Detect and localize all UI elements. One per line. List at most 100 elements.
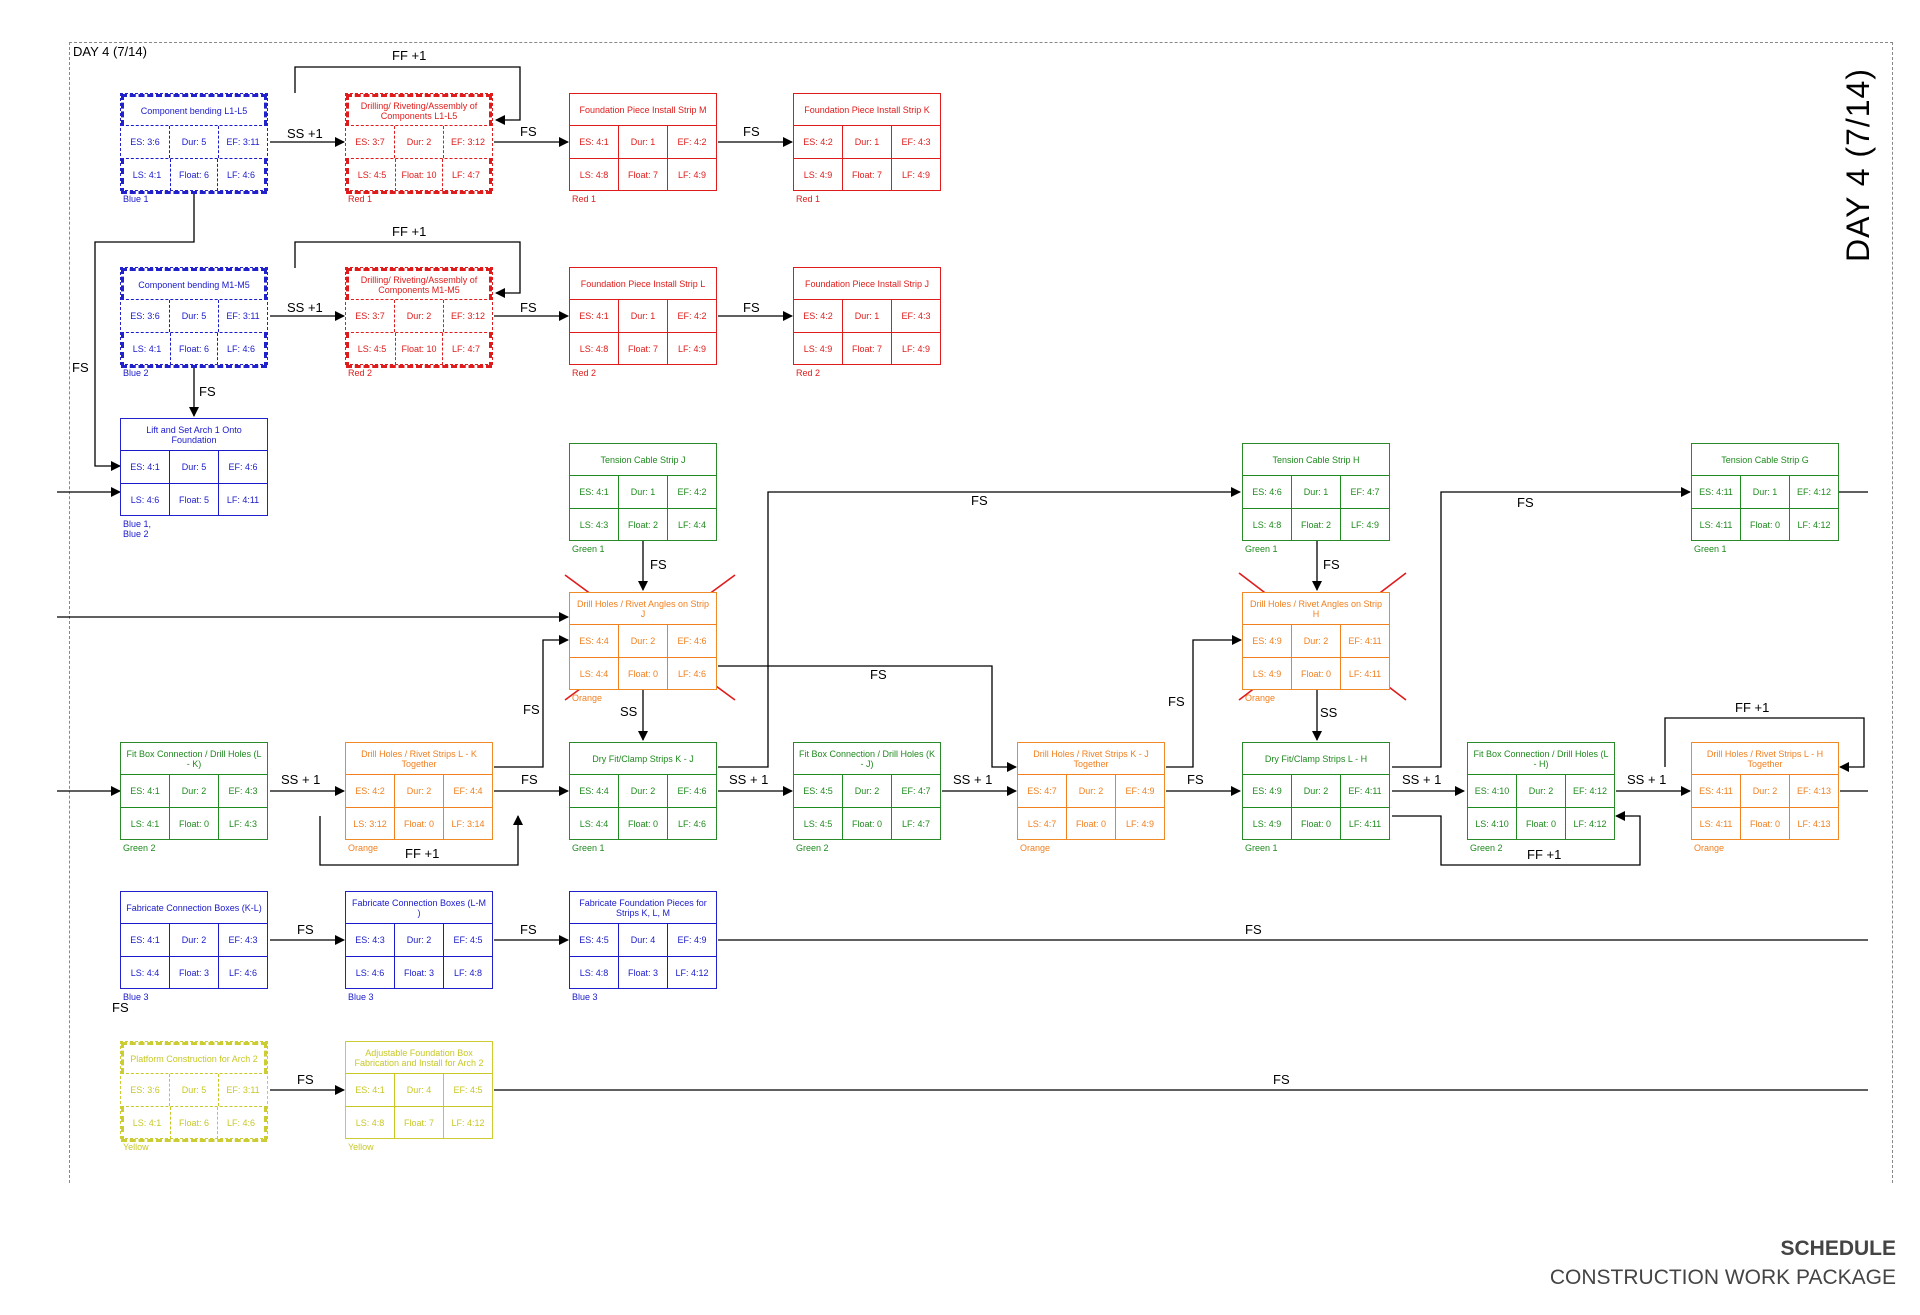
float: Float: 3 (394, 957, 443, 989)
activity-title: Adjustable Foundation Box Fabrication an… (346, 1042, 492, 1074)
link-label: FS (520, 124, 537, 139)
link-label: FS (112, 1000, 129, 1015)
link (494, 635, 569, 768)
late-start: LS: 4:10 (1475, 819, 1509, 829)
activity-title: Tension Cable Strip J (570, 444, 716, 476)
link-label: FF +1 (392, 224, 427, 239)
early-start: ES: 4:7 (1027, 786, 1057, 796)
activity-title: Drilling/ Riveting/Assembly of Component… (346, 268, 492, 300)
float: Float: 0 (842, 808, 891, 840)
crew-label: Yellow (123, 1142, 149, 1152)
crew-label: Red 2 (572, 368, 597, 378)
activity-node[interactable]: Fit Box Connection / Drill Holes (L - H)… (1467, 742, 1615, 853)
activity-node[interactable]: Drill Holes / Rivet Strips K - J Togethe… (1017, 742, 1165, 853)
late-finish: LF: 4:7 (442, 333, 489, 365)
float: Float: 0 (1291, 658, 1340, 690)
early-finish: EF: 4:5 (443, 1074, 492, 1106)
activity-node[interactable]: Fabricate Connection Boxes (L-M )ES: 4:3… (345, 891, 493, 1002)
late-finish: LF: 4:12 (667, 957, 716, 989)
float: Float: 0 (618, 658, 667, 690)
activity-node[interactable]: Fit Box Connection / Drill Holes (L - K)… (120, 742, 268, 853)
early-finish: EF: 4:2 (667, 126, 716, 158)
early-finish: EF: 4:6 (218, 451, 267, 483)
late-finish: LF: 4:12 (1789, 509, 1838, 541)
late-finish: LF: 4:7 (891, 808, 940, 840)
duration: Dur: 4 (618, 924, 667, 956)
early-start: ES: 3:6 (130, 311, 160, 321)
duration: Dur: 1 (1740, 476, 1789, 508)
late-start: LS: 4:9 (1252, 669, 1282, 679)
crew-label: Red 1 (796, 194, 821, 204)
activity-title: Drill Holes / Rivet Angles on Strip H (1243, 593, 1389, 625)
crew-label: Green 1 (1694, 544, 1727, 554)
link (1166, 635, 1242, 768)
link-label: SS (620, 704, 638, 719)
float: Float: 7 (618, 333, 667, 365)
early-finish: EF: 4:3 (218, 924, 267, 956)
link-label: FF +1 (1527, 847, 1562, 862)
link-label: FF +1 (392, 48, 427, 63)
float: Float: 3 (618, 957, 667, 989)
late-finish: LF: 4:6 (667, 808, 716, 840)
late-finish: LF: 4:4 (667, 509, 716, 541)
link-label: FF +1 (1735, 700, 1770, 715)
link-label: FF +1 (405, 846, 440, 861)
link-label: FS (297, 922, 314, 937)
duration: Dur: 2 (1291, 775, 1340, 807)
early-finish: EF: 4:7 (891, 775, 940, 807)
float: Float: 6 (170, 1107, 217, 1139)
float: Float: 10 (395, 333, 442, 365)
activity-node[interactable]: Fabricate Foundation Pieces for Strips K… (569, 891, 717, 1002)
late-start: LS: 4:6 (355, 968, 385, 978)
activity-node[interactable]: Adjustable Foundation Box Fabrication an… (345, 1041, 493, 1152)
float: Float: 6 (170, 159, 217, 191)
late-finish: LF: 4:3 (218, 808, 267, 840)
float: Float: 0 (1740, 509, 1789, 541)
duration: Dur: 2 (394, 300, 443, 332)
early-finish: EF: 4:2 (667, 300, 716, 332)
crew-label: Orange (1694, 843, 1725, 853)
activity-title: Drilling/ Riveting/Assembly of Component… (346, 94, 492, 126)
activity-node[interactable]: Fit Box Connection / Drill Holes (K - J)… (793, 742, 941, 853)
float: Float: 0 (169, 808, 218, 840)
activity-node[interactable]: Drill Holes / Rivet Strips L - K Togethe… (345, 742, 493, 853)
early-finish: EF: 3:12 (443, 126, 492, 158)
early-start: ES: 4:9 (1252, 786, 1282, 796)
early-start: ES: 4:2 (355, 786, 385, 796)
float: Float: 2 (618, 509, 667, 541)
activity-node[interactable]: Drilling/ Riveting/Assembly of Component… (345, 267, 493, 378)
link (294, 241, 521, 298)
duration: Dur: 2 (1516, 775, 1565, 807)
crew-label: Yellow (348, 1142, 374, 1152)
duration: Dur: 5 (169, 300, 218, 332)
crew-label: Blue 3 (348, 992, 374, 1002)
activity-node[interactable]: Drilling/ Riveting/Assembly of Component… (345, 93, 493, 204)
early-finish: EF: 3:12 (443, 300, 492, 332)
link (294, 66, 521, 125)
early-start: ES: 4:2 (803, 311, 833, 321)
duration: Dur: 2 (1066, 775, 1115, 807)
early-start: ES: 3:7 (355, 137, 385, 147)
activity-title: Fit Box Connection / Drill Holes (L - K) (121, 743, 267, 775)
early-start: ES: 3:6 (130, 137, 160, 147)
link (1392, 487, 1691, 768)
late-start: LS: 4:8 (355, 1118, 385, 1128)
activity-node[interactable]: Drill Holes / Rivet Strips L - H Togethe… (1691, 742, 1839, 853)
